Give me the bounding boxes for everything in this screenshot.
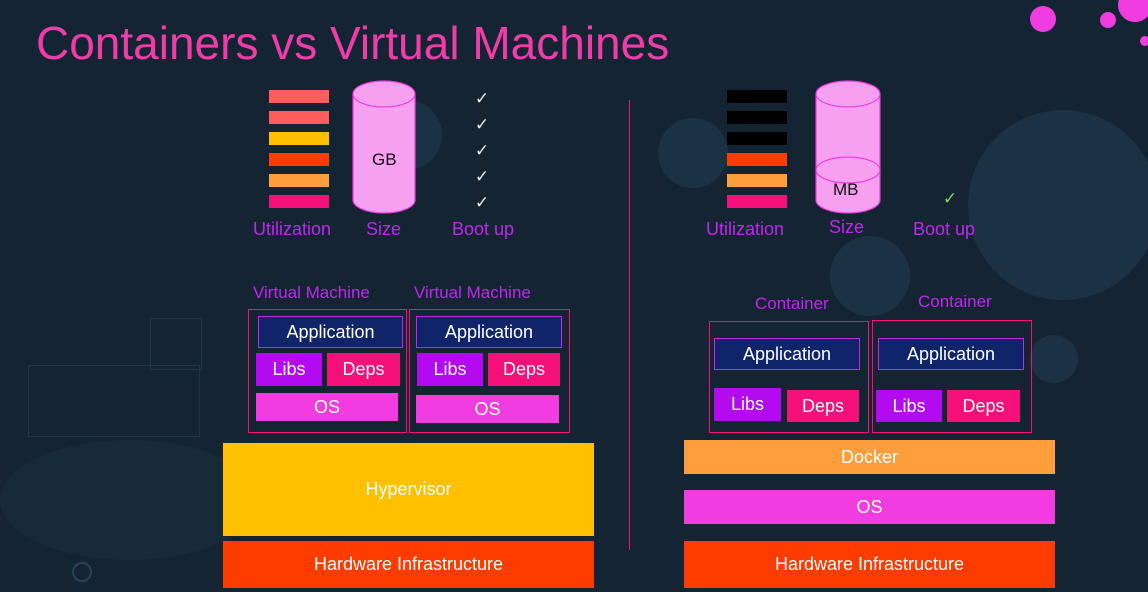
check-icon: ✓ [474,115,490,134]
corner-ring-icon [72,562,92,582]
bg-circle [830,236,910,316]
boot-label: Boot up [913,219,976,239]
hardware-layer: Hardware Infrastructure [684,541,1055,588]
vm-title: Virtual Machine [253,283,370,302]
utilization-bar [269,174,329,187]
container-title: Container [755,294,829,313]
docker-layer: Docker [684,440,1055,474]
hypervisor-layer: Hypervisor [223,443,594,536]
corner-dot [1118,0,1148,22]
container-utilization-bars [727,90,787,212]
utilization-bar [269,195,329,208]
libs-box: Libs [876,390,942,422]
utilization-bar [727,111,787,124]
deps-box: Deps [947,390,1020,422]
vm-size-unit: GB [372,150,397,169]
libs-box: Libs [714,388,781,421]
os-box: OS [256,393,398,421]
container-size-unit: MB [833,180,859,199]
container-frame [872,320,1032,433]
size-label: Size [366,219,402,239]
size-label: Size [829,217,865,237]
bg-circle [1030,335,1078,383]
bg-grid [28,365,200,437]
corner-dot [1030,6,1056,32]
application-box: Application [258,316,403,348]
os-box: OS [416,395,559,423]
bg-circle [968,110,1148,300]
vm-title: Virtual Machine [414,283,531,302]
divider-line [629,100,630,550]
check-icon: ✓ [474,167,490,186]
check-icon: ✓ [474,141,490,160]
utilization-bar [269,90,329,103]
vm-frame [248,309,407,433]
vm-frame [409,309,570,433]
utilization-bar [269,153,329,166]
application-box: Application [878,338,1024,370]
utilization-bar [727,153,787,166]
utilization-bar [727,195,787,208]
vm-utilization-bars [269,90,329,212]
bg-circle [658,118,728,188]
slide-title: Containers vs Virtual Machines [36,17,670,69]
container-frame [709,321,869,433]
check-icon: ✓ [474,89,490,108]
utilization-label: Utilization [253,219,332,239]
corner-dot [1140,36,1148,46]
deps-box: Deps [488,353,560,386]
utilization-bar [269,132,329,145]
check-icon: ✓ [474,193,490,212]
libs-box: Libs [417,353,483,386]
bg-circle [0,440,260,560]
hardware-layer: Hardware Infrastructure [223,541,594,588]
application-box: Application [714,338,860,370]
utilization-bar [727,132,787,145]
corner-dot [1100,12,1116,28]
deps-box: Deps [327,353,400,386]
utilization-bar [269,111,329,124]
deps-box: Deps [787,390,859,422]
bg-grid [150,318,202,370]
libs-box: Libs [256,353,322,386]
boot-label: Boot up [452,219,515,239]
vm-size-cylinder [352,80,416,214]
utilization-label: Utilization [706,219,785,239]
container-title: Container [918,292,992,311]
container-size-cylinder [815,80,881,214]
os-layer: OS [684,490,1055,524]
utilization-bar [727,174,787,187]
check-icon: ✓ [942,189,958,208]
application-box: Application [416,316,562,348]
utilization-bar [727,90,787,103]
